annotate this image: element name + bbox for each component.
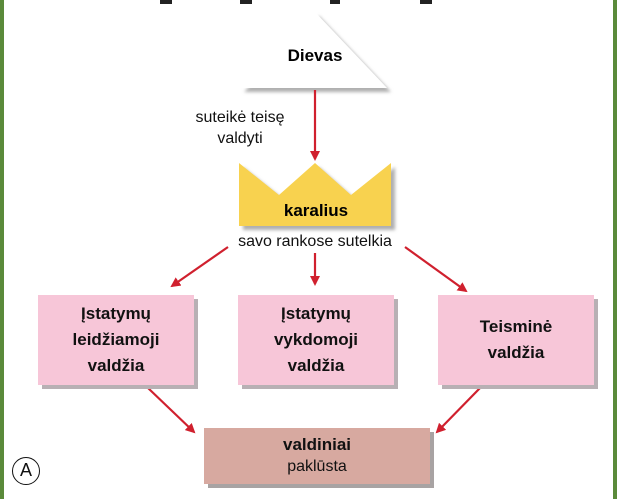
king-caption: savo rankose sutelkia bbox=[238, 233, 392, 250]
branch-legislative: Įstatymų leidžiamoji valdžia bbox=[38, 295, 194, 385]
subjects-caption: paklūsta bbox=[287, 458, 347, 475]
subjects-box: valdiniai paklūsta bbox=[204, 428, 430, 484]
god-triangle bbox=[240, 12, 387, 88]
subjects-title: valdiniai bbox=[282, 435, 352, 454]
god-label: Dievas bbox=[287, 46, 343, 65]
arrow-king-legislative bbox=[170, 246, 229, 288]
arrow-judicial-subjects bbox=[435, 387, 481, 434]
king-label: karalius bbox=[283, 201, 349, 220]
branch-judicial: Teisminė valdžia bbox=[438, 295, 594, 385]
crown-shape bbox=[239, 163, 391, 226]
edge-label-granted-right: suteikė teisę valdyti bbox=[195, 109, 285, 147]
arrow-king-judicial bbox=[404, 246, 468, 293]
branch-executive: Įstatymų vykdomoji valdžia bbox=[238, 295, 394, 385]
figure-badge: A bbox=[12, 457, 40, 485]
cropped-text-fragment bbox=[160, 0, 172, 4]
arrow-legislative-subjects bbox=[147, 387, 196, 434]
